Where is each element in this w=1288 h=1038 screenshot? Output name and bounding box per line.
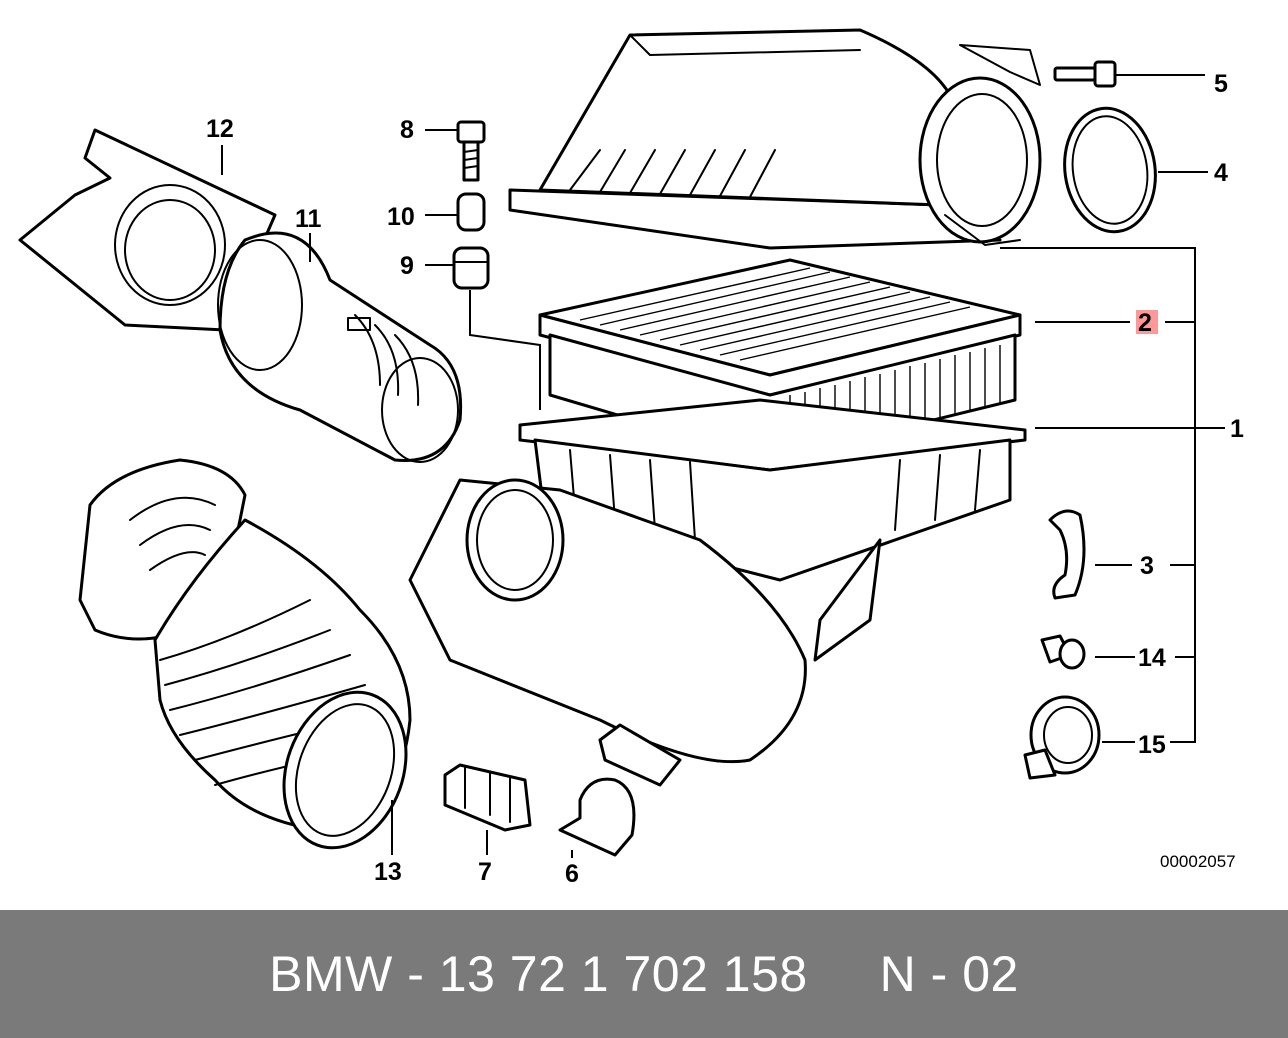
callout-11: 11 [295,205,322,233]
diagram-reference-number: 00002057 [1160,852,1236,871]
callout-2: 2 [1138,309,1152,337]
callout-6: 6 [565,860,579,888]
upper-housing-lid [508,28,1042,250]
callout-12: 12 [206,115,234,143]
callout-9: 9 [400,252,414,280]
part-3-clip [1048,509,1086,600]
part-5-screw [1053,60,1117,88]
footer-bar: BMW - 13 72 1 702 158 N - 02 [0,910,1288,1038]
lower-housing [408,398,1027,787]
callout-5: 5 [1214,70,1228,98]
callout-14: 14 [1138,644,1166,672]
part-11-air-mass-meter [217,231,463,463]
part-8-bolt [456,120,486,182]
part-10-sleeve [456,192,486,232]
callout-8: 8 [400,116,414,144]
callout-3: 3 [1140,552,1154,580]
part-9-grommet [452,246,490,290]
leader-lines [221,74,1225,858]
part-13-bellows-hose [78,458,412,850]
part-6-cap [558,777,636,857]
part-7-rubber-mount [443,763,532,832]
part-15-hose-clamp [1023,695,1101,780]
callout-4: 4 [1214,159,1228,187]
parts-diagram: 1 2 3 4 5 6 7 8 9 10 11 12 13 14 15 0000… [18,28,1244,888]
diagram-canvas: 1 2 3 4 5 6 7 8 9 10 11 12 13 14 15 0000… [18,28,1244,888]
callout-10: 10 [387,203,415,231]
callout-1: 1 [1230,415,1244,443]
part-2-highlight [1136,310,1158,334]
part-number-caption: BMW - 13 72 1 702 158 N - 02 [269,946,1019,1002]
part-14-rivet [1040,634,1086,670]
callout-numbers: 1 2 3 4 5 6 7 8 9 10 11 12 13 14 15 [206,70,1244,888]
callout-15: 15 [1138,731,1166,759]
callout-7: 7 [478,858,492,886]
callout-13: 13 [374,858,402,886]
part-4-seal-ring [1063,106,1157,234]
